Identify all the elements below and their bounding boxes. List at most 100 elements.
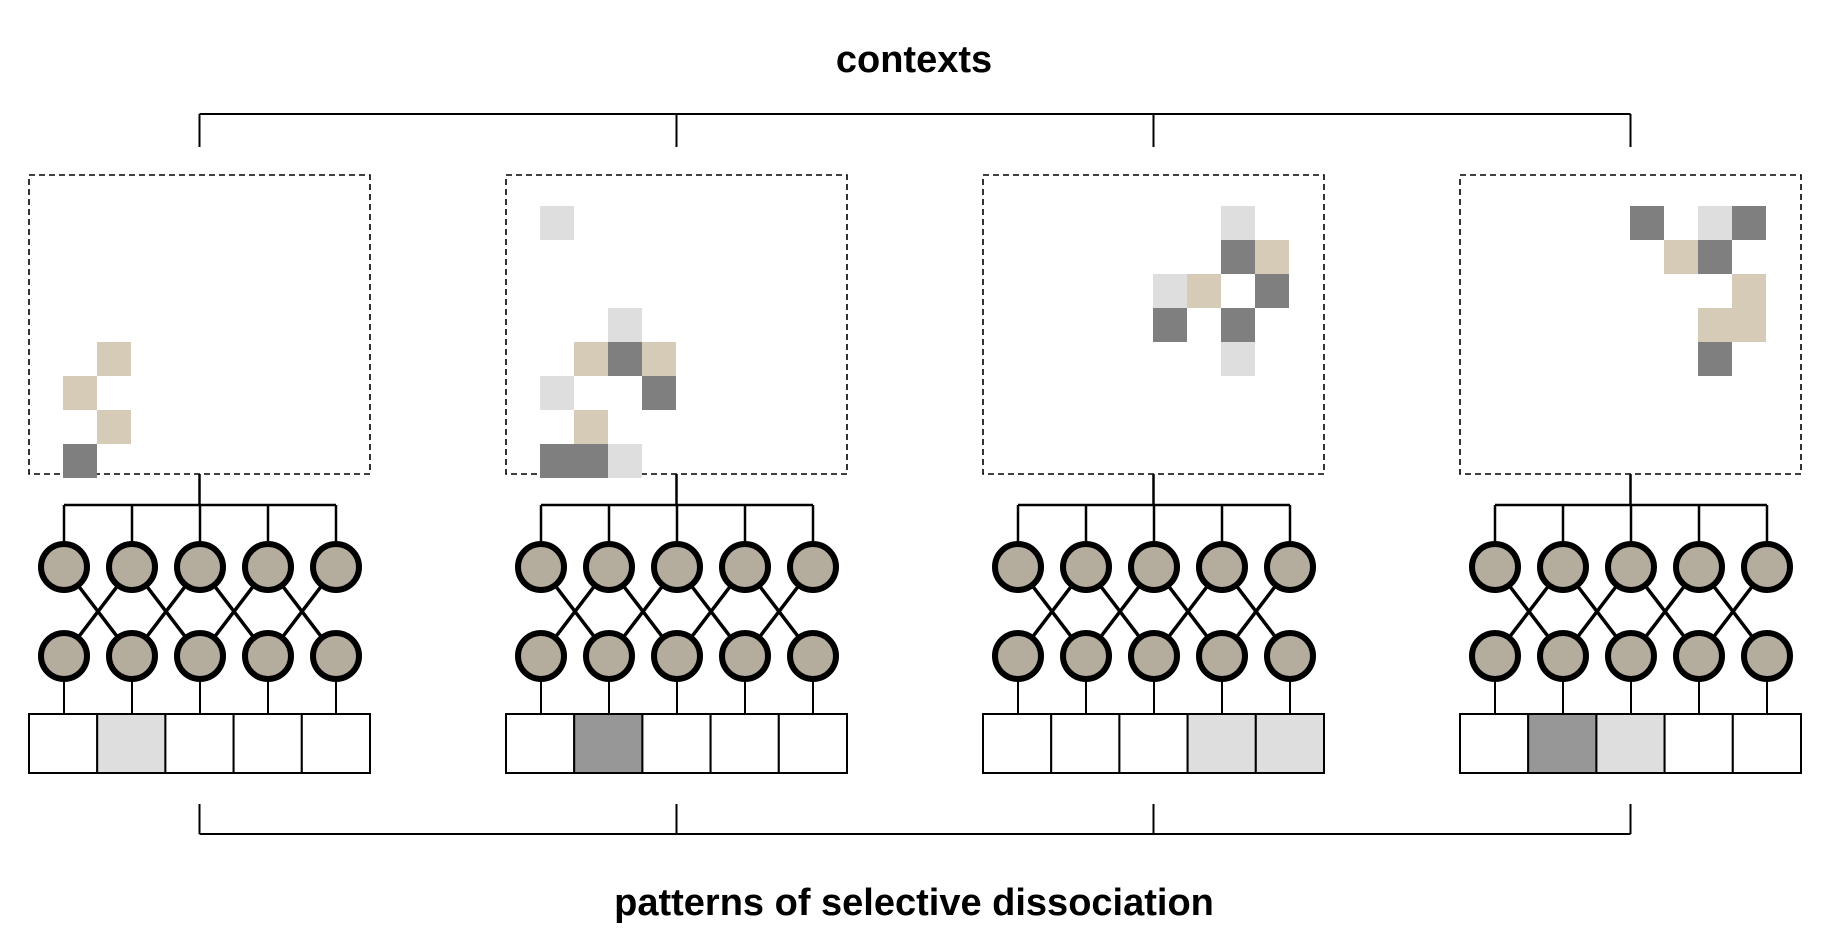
context-pixel: [1698, 342, 1732, 376]
context-pixel: [1732, 206, 1766, 240]
bottom-node: [38, 630, 90, 682]
context-pixel: [642, 376, 676, 410]
bottom-node: [1605, 630, 1657, 682]
top-node: [992, 541, 1044, 593]
context-pixel: [1221, 240, 1255, 274]
context-pixel: [1698, 308, 1732, 342]
output-unit: [28, 713, 99, 774]
output-unit: [709, 713, 780, 774]
bottom-node: [1673, 630, 1725, 682]
panel-1: [28, 174, 371, 774]
top-node: [1741, 541, 1793, 593]
top-node: [174, 541, 226, 593]
bottom-node: [1060, 630, 1112, 682]
context-pixel: [608, 444, 642, 478]
top-node: [1060, 541, 1112, 593]
output-unit: [1050, 713, 1121, 774]
context-pixel: [574, 342, 608, 376]
bottom-node: [787, 630, 839, 682]
top-node: [1128, 541, 1180, 593]
context-pixel: [1698, 206, 1732, 240]
context-pixel: [1221, 308, 1255, 342]
context-pixel: [1221, 206, 1255, 240]
context-pixel: [1255, 274, 1289, 308]
bottom-node: [651, 630, 703, 682]
output-unit: [1663, 713, 1734, 774]
context-pixel: [1698, 240, 1732, 274]
context-pixel: [642, 342, 676, 376]
bottom-node: [174, 630, 226, 682]
output-unit: [1254, 713, 1326, 774]
output-unit: [96, 713, 167, 774]
output-unit: [505, 713, 576, 774]
context-pixel: [63, 376, 97, 410]
top-node: [38, 541, 90, 593]
bottom-node: [310, 630, 362, 682]
context-pixel: [1221, 342, 1255, 376]
bottom-node: [242, 630, 294, 682]
output-unit: [982, 713, 1053, 774]
top-node: [1264, 541, 1316, 593]
bottom-node: [719, 630, 771, 682]
context-pixel: [97, 410, 131, 444]
bottom-node: [515, 630, 567, 682]
context-pixel: [540, 206, 574, 240]
bottom-node: [1469, 630, 1521, 682]
bottom-node: [583, 630, 635, 682]
output-unit: [1527, 713, 1598, 774]
output-unit: [1186, 713, 1257, 774]
panel-2: [505, 174, 848, 774]
output-unit: [1595, 713, 1666, 774]
bottom-node: [1537, 630, 1589, 682]
panel-3: [982, 174, 1326, 774]
context-pixel: [1187, 274, 1221, 308]
context-pixel: [1255, 240, 1289, 274]
context-pixel: [1664, 240, 1698, 274]
context-pixel: [97, 342, 131, 376]
contexts-label: contexts: [836, 39, 992, 81]
patterns-label: patterns of selective dissociation: [614, 882, 1214, 924]
context-pixel: [63, 444, 97, 478]
output-unit: [1731, 713, 1803, 774]
top-node: [1605, 541, 1657, 593]
output-unit: [1118, 713, 1189, 774]
top-node: [310, 541, 362, 593]
panels: [28, 174, 1803, 774]
context-pixel: [1153, 274, 1187, 308]
top-node: [1537, 541, 1589, 593]
bottom-node: [992, 630, 1044, 682]
bottom-node: [1741, 630, 1793, 682]
top-node: [242, 541, 294, 593]
bottom-node: [1196, 630, 1248, 682]
context-pixel: [608, 308, 642, 342]
output-unit: [232, 713, 303, 774]
context-pixel: [1732, 308, 1766, 342]
context-pixel: [540, 376, 574, 410]
output-unit: [1459, 713, 1530, 774]
top-node: [719, 541, 771, 593]
top-node: [1673, 541, 1725, 593]
context-pixel: [574, 410, 608, 444]
top-node: [515, 541, 567, 593]
output-unit: [573, 713, 644, 774]
top-node: [106, 541, 158, 593]
output-unit: [300, 713, 371, 774]
output-unit: [641, 713, 712, 774]
context-pixel: [1732, 274, 1766, 308]
output-unit: [777, 713, 848, 774]
bottom-node: [1264, 630, 1316, 682]
top-node: [1469, 541, 1521, 593]
top-node: [787, 541, 839, 593]
context-pixel: [540, 444, 574, 478]
bottom-node: [106, 630, 158, 682]
panel-4: [1459, 174, 1803, 774]
bottom-node: [1128, 630, 1180, 682]
top-node: [583, 541, 635, 593]
brackets: [198, 113, 1632, 835]
output-unit: [164, 713, 235, 774]
context-pixel: [1630, 206, 1664, 240]
context-pixel: [608, 342, 642, 376]
context-box: [28, 174, 371, 475]
top-node: [1196, 541, 1248, 593]
